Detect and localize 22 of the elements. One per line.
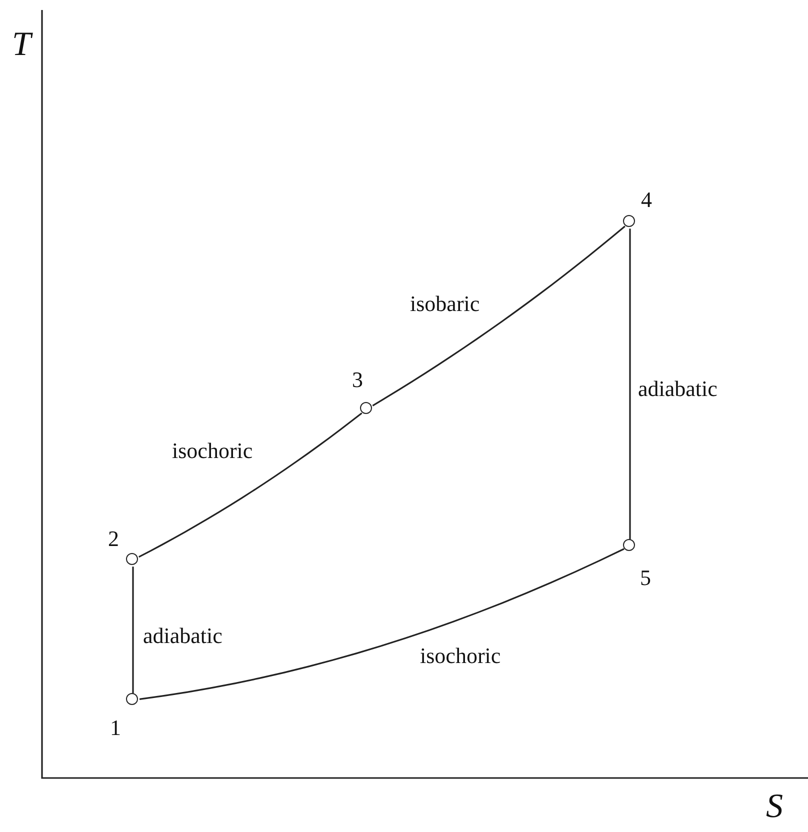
state-point <box>360 402 372 414</box>
point-number: 5 <box>640 567 651 589</box>
process-curve <box>132 566 134 694</box>
point-number: 1 <box>110 717 121 739</box>
point-number: 3 <box>352 369 363 391</box>
state-point <box>126 693 138 706</box>
edge-label: isochoric <box>420 645 501 667</box>
state-point <box>623 539 636 552</box>
process-curve <box>138 412 362 558</box>
process-curve <box>372 226 626 406</box>
edge-label: isobaric <box>410 293 480 315</box>
process-curve <box>629 228 631 540</box>
state-point <box>623 215 636 228</box>
point-number: 4 <box>641 189 652 211</box>
axis-label: T <box>12 28 31 62</box>
edge-label: adiabatic <box>638 378 718 400</box>
state-point <box>126 553 138 566</box>
point-number: 2 <box>108 528 119 550</box>
edge-label: isochoric <box>172 440 253 462</box>
process-curve <box>139 548 624 700</box>
edge-label: adiabatic <box>143 625 222 647</box>
axis-label: S <box>766 790 783 824</box>
